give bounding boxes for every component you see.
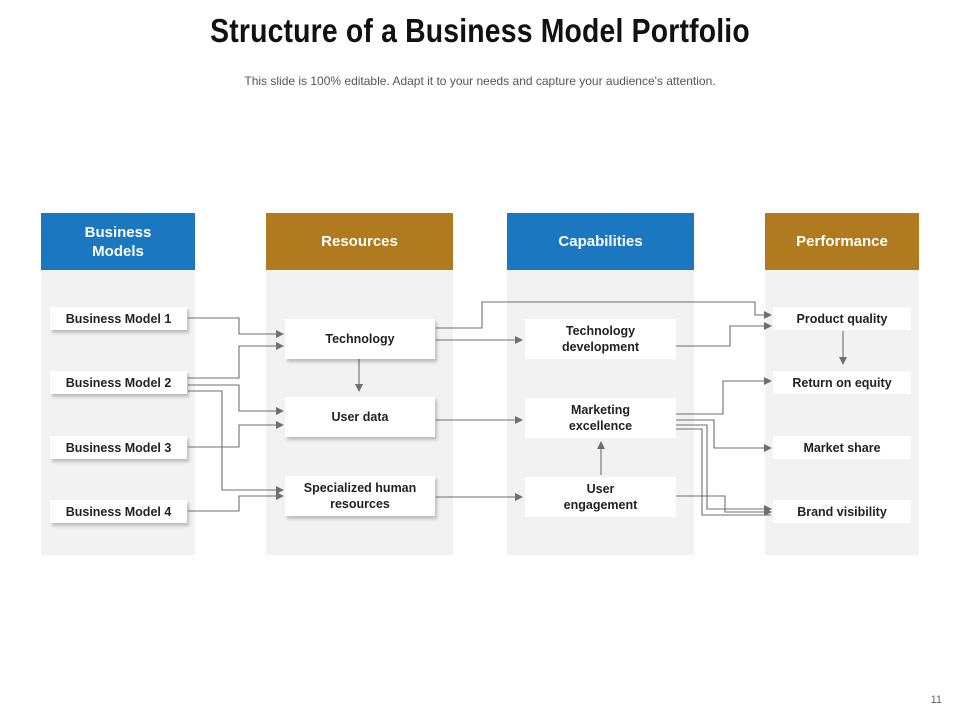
connector-bm2-technology: [188, 342, 284, 379]
resources-header: Resources: [266, 213, 453, 270]
connector-bm1-technology: [188, 317, 284, 338]
connector-engagement-brand-visibility: [676, 495, 772, 516]
business-model-2-box: Business Model 2: [50, 371, 187, 394]
connector-marketing-brand-visibility-a: [676, 424, 772, 513]
market-share-box: Market share: [773, 436, 911, 459]
capabilities-header: Capabilities: [507, 213, 694, 270]
product-quality-box: Product quality: [773, 307, 911, 330]
connector-tech-dev-product-quality: [676, 322, 772, 347]
specialized-human-resources-box: Specialized human resources: [285, 476, 435, 516]
technology-development-box: Technology development: [525, 319, 676, 359]
connector-bm3-user-data: [188, 421, 284, 448]
user-engagement-box: User engagement: [525, 477, 676, 517]
connector-bm2-user-data: [188, 384, 284, 415]
user-data-box: User data: [285, 397, 435, 437]
connector-technology-product-quality: [436, 301, 772, 329]
connector-bm4-human-resources: [188, 492, 284, 512]
business-model-1-box: Business Model 1: [50, 307, 187, 330]
page-number: 11: [930, 694, 942, 706]
page-subtitle: This slide is 100% editable. Adapt it to…: [244, 74, 716, 88]
business-model-3-box: Business Model 3: [50, 436, 187, 459]
connector-marketing-market-share: [676, 419, 772, 452]
connector-bm2-human-resources: [188, 390, 284, 494]
marketing-excellence-box: Marketing excellence: [525, 398, 676, 438]
business-models-header: Business Models: [41, 213, 195, 270]
connector-marketing-return-on-equity: [676, 377, 772, 415]
business-model-4-box: Business Model 4: [50, 500, 187, 523]
return-on-equity-box: Return on equity: [773, 371, 911, 394]
page-title: Structure of a Business Model Portfolio: [210, 12, 750, 49]
technology-box: Technology: [285, 319, 435, 359]
brand-visibility-box: Brand visibility: [773, 500, 911, 523]
performance-header: Performance: [765, 213, 919, 270]
connector-marketing-brand-visibility-b: [676, 428, 771, 516]
